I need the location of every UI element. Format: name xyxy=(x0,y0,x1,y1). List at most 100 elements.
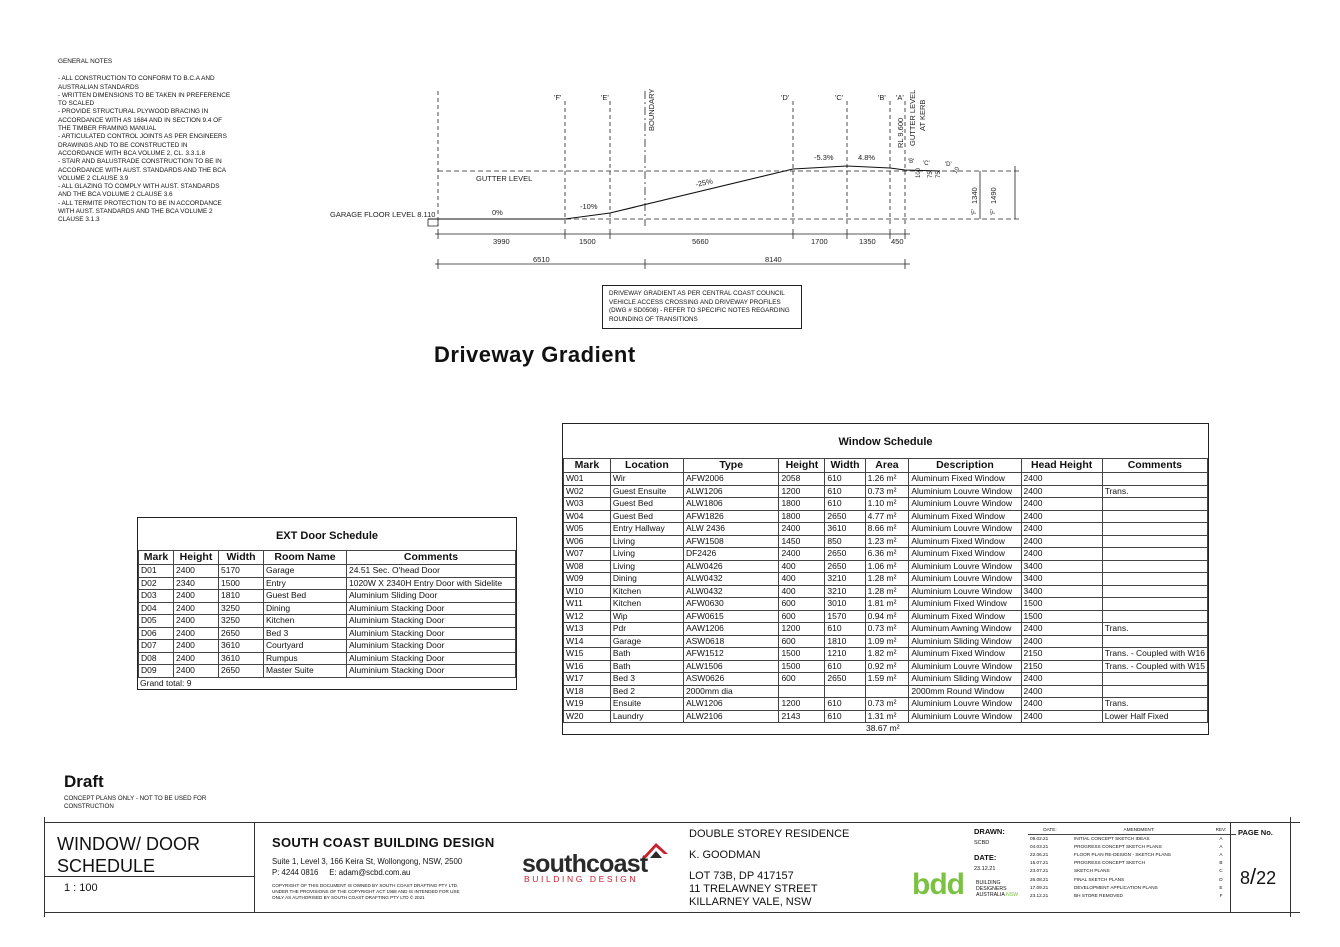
table-cell: D09 xyxy=(138,664,174,678)
roof-icon xyxy=(642,843,668,858)
amendment-cell: A xyxy=(1219,836,1223,842)
table-cell xyxy=(1101,547,1209,561)
column-header: Comments xyxy=(346,550,516,565)
table-cell: 2400 xyxy=(1020,547,1103,561)
table-cell: 2150 xyxy=(1020,647,1103,661)
drawn-value: SCBD xyxy=(974,840,990,846)
table-cell: 400 xyxy=(778,559,826,573)
column-header: Height xyxy=(778,458,826,473)
table-cell: Aluminum Fixed Window xyxy=(908,472,1022,486)
table-cell: Bed 2 xyxy=(609,684,684,698)
column-header: Area xyxy=(864,458,910,473)
general-note-line: - STAIR AND BALUSTRADE CONSTRUCTION TO B… xyxy=(58,158,222,166)
table-cell: 2650 xyxy=(824,559,866,573)
vertical-dim: 1340 xyxy=(970,187,979,204)
table-cell: Aluminum Fixed Window xyxy=(908,647,1022,661)
table-cell: ALW1506 xyxy=(682,659,780,673)
table-cell: 1.31 m² xyxy=(864,709,910,723)
table-cell: Aluminium Stacking Door xyxy=(346,651,516,665)
general-note-line: VOLUME 2 CLAUSE 3.9 xyxy=(58,174,129,182)
table-cell xyxy=(1101,472,1209,486)
table-cell: 2650 xyxy=(824,547,866,561)
table-cell: 1500 xyxy=(778,659,826,673)
dim-ticks xyxy=(437,229,906,269)
table-cell: D04 xyxy=(138,601,174,615)
page-current: 8 xyxy=(1240,868,1251,888)
table-cell: Lower Half Fixed xyxy=(1101,709,1209,723)
table-cell: Courtyard xyxy=(263,639,347,653)
project-details: DOUBLE STOREY RESIDENCE K. GOODMAN LOT 7… xyxy=(689,828,849,909)
table-cell: Aluminium Stacking Door xyxy=(346,626,516,640)
table-cell: Aluminium Stacking Door xyxy=(346,664,516,678)
dim-value: 450 xyxy=(891,237,904,246)
table-cell: 2400 xyxy=(1020,684,1103,698)
column-header: Room Name xyxy=(263,550,347,565)
gutter-kerb-label: GUTTER LEVEL xyxy=(908,90,917,146)
column-header: Width xyxy=(824,458,866,473)
table-cell: 2400 xyxy=(1020,709,1103,723)
driveway-profile xyxy=(428,165,941,220)
table-cell: 600 xyxy=(778,597,826,611)
dim-value: 6510 xyxy=(533,255,550,264)
table-cell: Aluminium Louvre Window xyxy=(908,659,1022,673)
small-label: 'D' xyxy=(945,162,952,168)
bdd-state: NSW xyxy=(1006,892,1019,899)
table-cell: 2650 xyxy=(824,509,866,523)
table-cell: AFW0615 xyxy=(682,609,780,623)
table-cell: W15 xyxy=(563,647,611,661)
table-cell: 1.26 m² xyxy=(864,472,910,486)
general-notes-title: GENERAL NOTES xyxy=(58,58,113,65)
door-schedule-title: EXT Door Schedule xyxy=(275,530,379,542)
column-header: Comments xyxy=(1101,458,1209,473)
grid-label-f: 'F' xyxy=(554,93,562,102)
table-cell: 1500 xyxy=(218,576,264,590)
bdd-logo: bdd xyxy=(912,868,965,901)
grid-label-d: 'D' xyxy=(781,93,790,102)
amendment-cell: 26.08.21 xyxy=(1030,876,1049,882)
table-cell: 2400 xyxy=(1020,534,1103,548)
table-cell: 3610 xyxy=(218,651,264,665)
small-dim: 75 xyxy=(936,171,942,178)
address-line: Suite 1, Level 3, 166 Keira St, Wollongo… xyxy=(272,857,463,866)
drawing-title: Driveway Gradient xyxy=(434,342,636,367)
table-cell: W20 xyxy=(563,709,611,723)
column-header: Head Height xyxy=(1020,458,1103,473)
table-cell: 2058 xyxy=(778,472,826,486)
table-cell: 1450 xyxy=(778,534,826,548)
amendment-cell: 09.02.21 xyxy=(1030,836,1049,842)
table-cell: 8.66 m² xyxy=(864,522,910,536)
table-cell: Aluminum Awning Window xyxy=(908,622,1022,636)
amendment-cell: A xyxy=(1219,844,1223,850)
table-cell: Living xyxy=(609,559,684,573)
company-address: Suite 1, Level 3, 166 Keira St, Wollongo… xyxy=(272,856,462,878)
table-cell: W18 xyxy=(563,684,611,698)
table-cell: 1500 xyxy=(1020,597,1103,611)
client-name: K. GOODMAN xyxy=(689,849,761,861)
table-cell: 3250 xyxy=(218,614,264,628)
table-cell: 2400 xyxy=(173,651,219,665)
table-cell xyxy=(1101,609,1209,623)
table-cell: 1200 xyxy=(778,484,826,498)
at-kerb-label: AT KERB xyxy=(918,100,927,131)
table-cell: 3610 xyxy=(218,639,264,653)
general-note-line: - ARTICULATED CONTROL JOINTS AS PER ENGI… xyxy=(58,133,227,141)
table-cell: 2400 xyxy=(778,547,826,561)
table-cell: 1810 xyxy=(824,634,866,648)
table-cell: 1.81 m² xyxy=(864,597,910,611)
table-cell: 610 xyxy=(824,472,866,486)
table-cell xyxy=(1101,497,1209,511)
boundary-label: BOUNDARY xyxy=(647,89,656,131)
table-cell: W01 xyxy=(563,472,611,486)
table-cell: Bath xyxy=(609,647,684,661)
column-header: Mark xyxy=(138,550,174,565)
table-cell: W04 xyxy=(563,509,611,523)
table-cell: ASW0626 xyxy=(682,672,780,686)
table-cell: Rumpus xyxy=(263,651,347,665)
